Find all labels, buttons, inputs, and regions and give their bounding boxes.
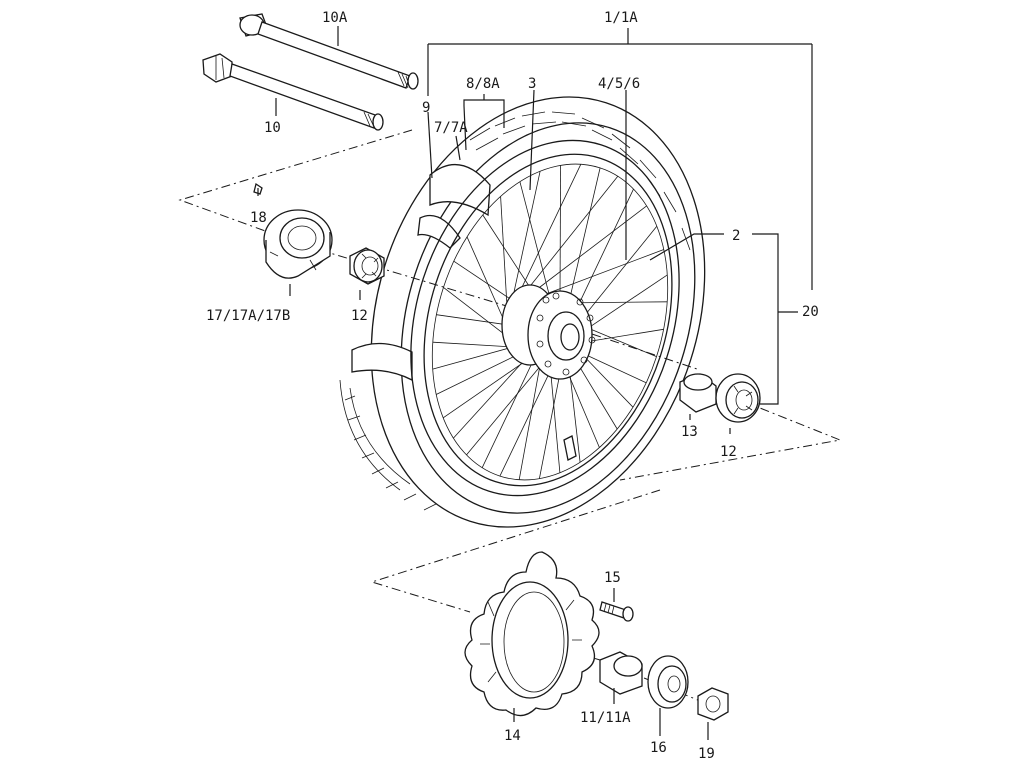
spoke xyxy=(577,363,618,430)
spoke xyxy=(541,249,664,296)
label-4-5-6: 4/5/6 xyxy=(598,76,640,92)
spoke xyxy=(442,353,536,419)
spoke xyxy=(466,363,543,456)
spoke xyxy=(559,165,561,298)
seal-17 xyxy=(263,209,333,279)
spoke xyxy=(517,164,582,296)
label-12-right: 12 xyxy=(720,444,737,460)
spoke xyxy=(569,370,581,463)
spoke xyxy=(453,358,527,439)
rim xyxy=(410,139,680,497)
spoke xyxy=(481,358,535,468)
label-2: 2 xyxy=(732,228,740,244)
spoke xyxy=(499,370,551,477)
nut-19 xyxy=(697,687,729,721)
spoke xyxy=(436,354,519,395)
spoke xyxy=(443,287,508,338)
spoke xyxy=(583,225,658,317)
spoke xyxy=(569,167,601,300)
spoke xyxy=(432,341,512,348)
axle-10a xyxy=(239,13,419,90)
spoke xyxy=(519,181,551,300)
bearing-12-right xyxy=(715,373,761,423)
label-14: 14 xyxy=(504,728,521,744)
axis-line-top xyxy=(178,129,413,233)
label-10: 10 xyxy=(264,120,281,136)
spoke xyxy=(511,171,541,304)
spoke xyxy=(587,328,664,342)
label-13: 13 xyxy=(681,424,698,440)
label-8-8a: 8/8A xyxy=(466,76,500,92)
spoke xyxy=(533,205,647,292)
label-12-left: 12 xyxy=(351,308,368,324)
label-11-11a: 11/11A xyxy=(580,710,631,726)
label-7-7a: 7/7A xyxy=(434,120,468,136)
label-17-17a-17b: 17/17A/17B xyxy=(206,308,290,324)
label-10a: 10A xyxy=(322,10,348,26)
spoke xyxy=(466,236,507,326)
axle-10 xyxy=(202,53,384,131)
spoke xyxy=(525,176,619,292)
screw-18 xyxy=(253,182,263,195)
bearing-12-left xyxy=(349,247,385,285)
spoke xyxy=(587,274,668,329)
spoke xyxy=(539,372,561,479)
label-3: 3 xyxy=(528,76,536,92)
hub xyxy=(501,284,596,461)
spoke xyxy=(518,354,543,480)
spoke xyxy=(500,196,508,314)
bolt-15 xyxy=(599,601,634,622)
axis-line-right xyxy=(619,379,842,481)
seal-16 xyxy=(647,655,689,709)
label-9: 9 xyxy=(422,100,430,116)
brake-disc-14 xyxy=(464,551,600,717)
label-1-1a: 1/1A xyxy=(604,10,638,26)
label-16: 16 xyxy=(650,740,667,756)
label-20: 20 xyxy=(802,304,819,320)
leader-lines xyxy=(257,26,813,740)
collar-11 xyxy=(599,651,643,695)
label-15: 15 xyxy=(604,570,621,586)
spoke xyxy=(577,188,634,307)
label-18: 18 xyxy=(250,210,267,226)
axis-line-bottom xyxy=(370,489,661,613)
spoke xyxy=(584,353,647,384)
label-19: 19 xyxy=(698,746,715,762)
spacer-13 xyxy=(679,373,717,413)
